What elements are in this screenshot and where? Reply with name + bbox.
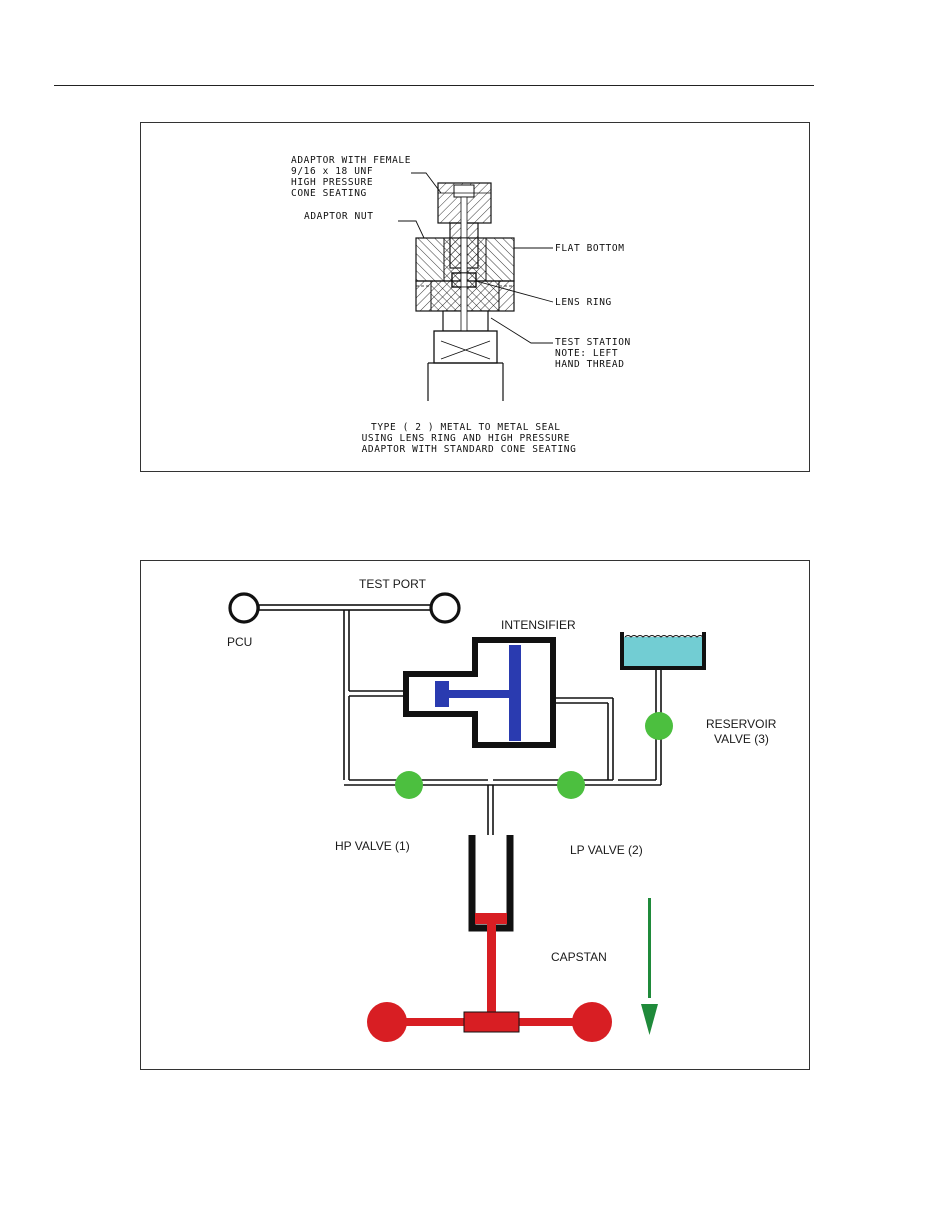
down-arrow-icon xyxy=(641,898,658,1035)
test-port-circle xyxy=(429,592,461,624)
svg-text:TEST STATION NOTE: LEFT: TEST STATION NOTE: LEFT HAND THREAD xyxy=(555,337,637,370)
test-port-label: TEST PORT xyxy=(359,577,427,591)
hydraulic-schematic-drawing: TEST PORT PCU INTENSIFIER RESERVOIR VALV… xyxy=(227,577,780,1042)
reservoir-valve-label-line-2: VALVE (3) xyxy=(714,732,769,746)
header-rule xyxy=(54,85,814,86)
reservoir-valve-indicator xyxy=(645,712,673,740)
capstan-cylinder xyxy=(468,835,514,932)
caption-line-2: USING LENS RING AND HIGH PRESSURE xyxy=(362,433,571,444)
capstan-label: CAPSTAN xyxy=(551,950,607,964)
seal-cross-section-figure: ADAPTOR WITH FEMALE 9/16 x 18 UNF HIGH P… xyxy=(140,122,810,472)
svg-text:TYPE ( 2 ) METAL TO METAL SEAL: TYPE ( 2 ) METAL TO METAL SEAL USING LEN… xyxy=(362,422,577,455)
test-station-line-1: TEST STATION xyxy=(555,337,631,348)
reservoir-valve-label-line-1: RESERVOIR xyxy=(706,717,777,731)
hp-valve-indicator xyxy=(395,771,423,799)
reservoir xyxy=(620,632,706,670)
intensifier-label: INTENSIFIER xyxy=(501,618,576,632)
intensifier-large-piston xyxy=(509,645,521,741)
lp-valve-indicator xyxy=(557,771,585,799)
svg-text:RESERVOIR VALVE (3): RESERVOIR VALVE (3) xyxy=(706,717,780,746)
pcu-label: PCU xyxy=(227,635,252,649)
intensifier xyxy=(403,637,556,748)
lens-ring xyxy=(451,272,477,288)
adaptor-female-line-1: ADAPTOR WITH FEMALE xyxy=(291,155,411,166)
test-port-line xyxy=(258,604,434,611)
adaptor-female-line-4: CONE SEATING xyxy=(291,188,367,199)
seal-cross-section-drawing: ADAPTOR WITH FEMALE 9/16 x 18 UNF HIGH P… xyxy=(291,155,637,455)
test-station-body xyxy=(427,286,504,401)
capstan xyxy=(367,924,612,1042)
flat-bottom-label: FLAT BOTTOM xyxy=(555,243,625,254)
hp-valve-label: HP VALVE (1) xyxy=(335,839,410,853)
intensifier-piston-rod xyxy=(449,690,509,698)
pcu-port-circle xyxy=(228,592,260,624)
test-station-line-3: HAND THREAD xyxy=(555,359,625,370)
hydraulic-schematic-figure: TEST PORT PCU INTENSIFIER RESERVOIR VALV… xyxy=(140,560,810,1070)
adaptor-nut-label: ADAPTOR NUT xyxy=(304,211,374,222)
leader-lines xyxy=(398,172,554,344)
caption-line-3: ADAPTOR WITH STANDARD CONE SEATING xyxy=(362,444,577,455)
intensifier-small-piston xyxy=(435,681,449,707)
capstan-right-knob xyxy=(572,1002,612,1042)
piping xyxy=(343,610,662,835)
caption-line-1: TYPE ( 2 ) METAL TO METAL SEAL xyxy=(371,422,561,433)
adaptor-female-line-2: 9/16 x 18 UNF xyxy=(291,166,373,177)
svg-text:ADAPTOR WITH FEMALE 9/16: ADAPTOR WITH FEMALE 9/16 x 18 UNF HIGH P… xyxy=(291,155,417,199)
adaptor-female-line-3: HIGH PRESSURE xyxy=(291,177,373,188)
capstan-left-knob xyxy=(367,1002,407,1042)
lp-valve-label: LP VALVE (2) xyxy=(570,843,643,857)
test-station-line-2: NOTE: LEFT xyxy=(555,348,618,359)
lens-ring-label: LENS RING xyxy=(555,297,612,308)
